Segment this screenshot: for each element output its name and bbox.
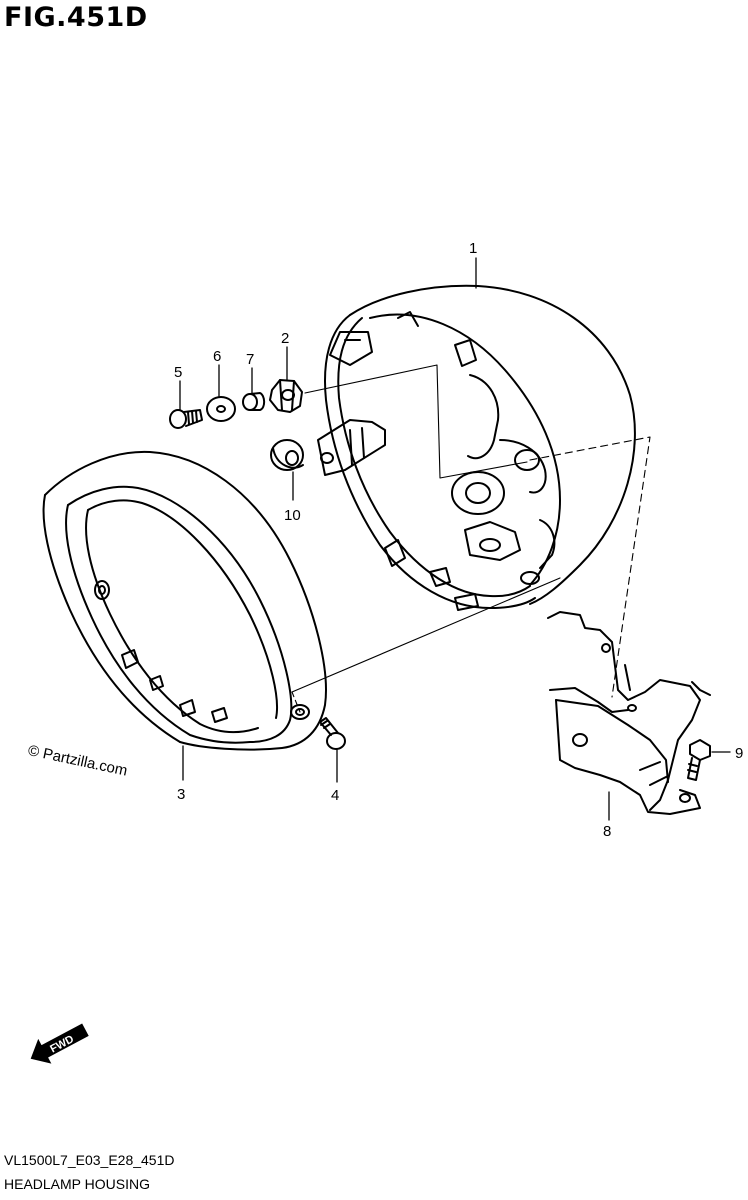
callout-2: 2 xyxy=(281,330,289,347)
callout-7: 7 xyxy=(246,351,254,368)
part-5-screw xyxy=(169,409,203,429)
figure-code: VL1500L7_E03_E28_451D xyxy=(4,1152,175,1168)
callout-3: 3 xyxy=(177,786,185,803)
part-3-headlamp-rim xyxy=(42,450,327,751)
callout-5: 5 xyxy=(174,364,182,381)
part-2-grommet-nut xyxy=(269,379,303,413)
leader-lines xyxy=(179,257,731,821)
part-7-bushing xyxy=(242,392,266,411)
fwd-arrow-icon: FWD xyxy=(30,1023,89,1064)
part-8-bracket xyxy=(547,611,711,815)
fwd-label: FWD xyxy=(48,1033,76,1055)
part-10-grommet xyxy=(270,439,304,471)
figure-caption: HEADLAMP HOUSING xyxy=(4,1176,150,1192)
callout-9: 9 xyxy=(735,745,743,762)
part-9-bolt xyxy=(687,739,711,781)
part-1-headlamp-housing xyxy=(317,284,636,611)
figure-title: FIG.451D xyxy=(4,2,148,33)
callout-10: 10 xyxy=(284,507,301,524)
callout-4: 4 xyxy=(331,787,339,804)
part-6-washer xyxy=(206,396,236,422)
callout-8: 8 xyxy=(603,823,611,840)
callout-6: 6 xyxy=(213,348,221,365)
part-4-screw xyxy=(319,717,346,750)
callout-numbers: 1 2 3 4 5 6 7 8 9 10 xyxy=(174,240,743,840)
callout-1: 1 xyxy=(469,240,477,257)
assembly-guide-lines xyxy=(291,364,651,713)
